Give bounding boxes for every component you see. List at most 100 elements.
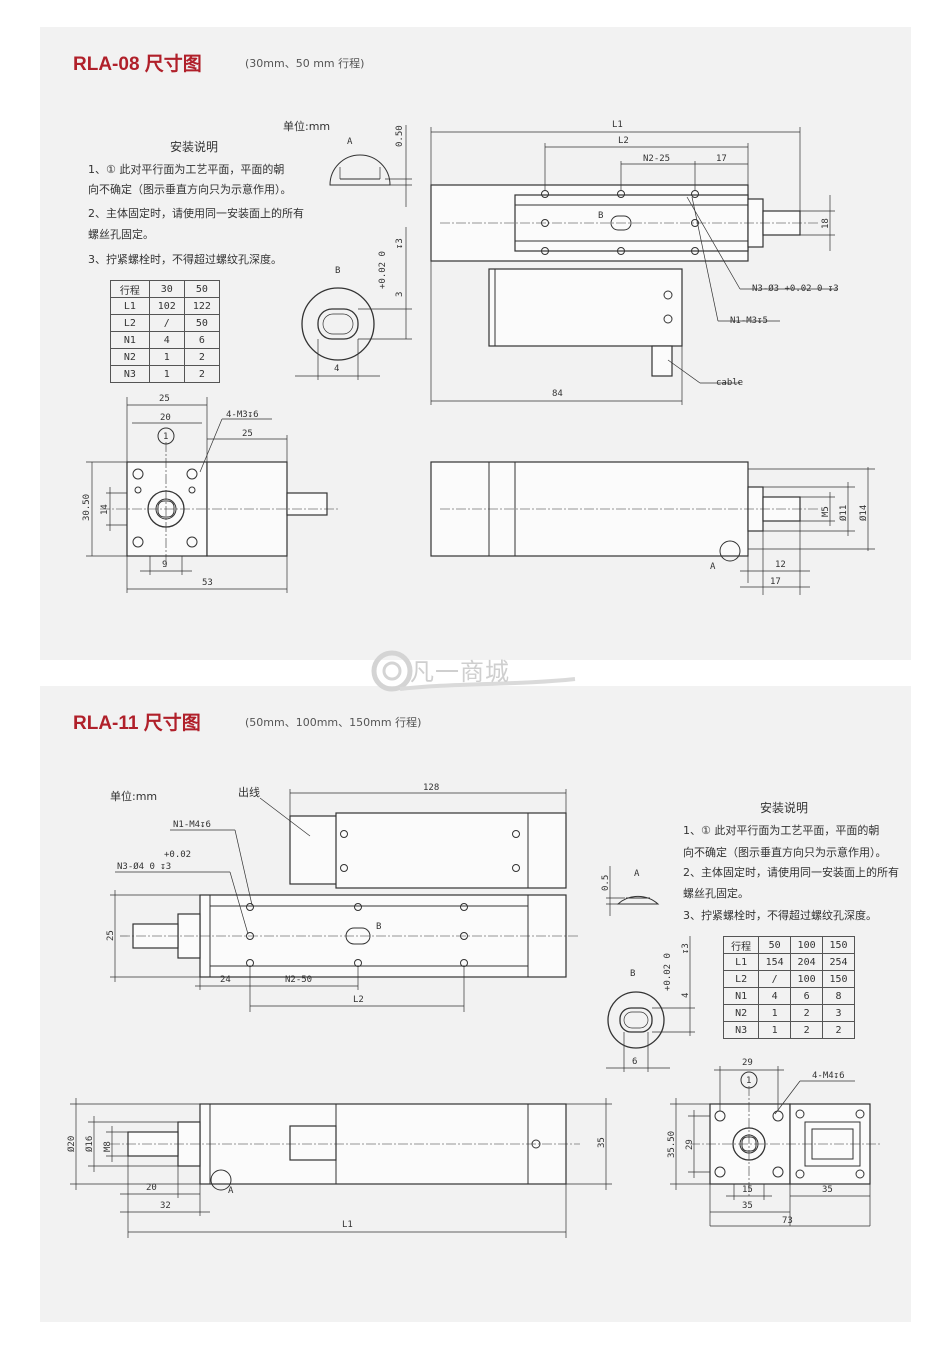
dim-35a: 35 <box>597 1137 607 1148</box>
view-b-detail: B +0.02 0 ↧3 4 6 <box>606 936 695 1072</box>
note-line-2: 向不确定（图示垂直方向只为示意作用）。 <box>88 182 292 196</box>
dim-35c: 35 <box>822 1185 833 1195</box>
table-cell: 100 <box>790 936 824 954</box>
note-line-4: 螺丝孔固定。 <box>88 227 154 241</box>
note-line-5: 3、拧紧螺栓时，不得超过螺纹孔深度。 <box>683 908 877 922</box>
dim-n2-25: N2-25 <box>643 154 670 164</box>
table-cell: L1 <box>722 953 760 971</box>
watermark-text: 凡一商城 <box>410 658 510 686</box>
dim-m8: M8 <box>103 1141 113 1152</box>
table-row: N1 4 6 <box>110 331 221 349</box>
table-cell: L1 <box>110 297 150 315</box>
table-cell: 154 <box>758 953 792 971</box>
dim-25a: 25 <box>159 394 170 404</box>
rla08-drawing: 单位:mm 安装说明 1、① 此对平行面为工艺平面，平面的朝 向不确定（图示垂直… <box>82 119 875 595</box>
circled-one: 1 <box>163 432 168 442</box>
notes-title: 安装说明 <box>760 800 808 815</box>
dim-29b: 29 <box>685 1139 695 1150</box>
panel-title: RLA-08 尺寸图 <box>73 54 202 75</box>
end-view: 1 25 20 25 4-M3↧6 30.50 14 <box>82 394 340 593</box>
view-a-detail: A 0.50 <box>329 125 412 207</box>
watermark-logo-icon <box>371 650 576 692</box>
note-line-5: 3、拧紧螺栓时，不得超过螺纹孔深度。 <box>88 252 282 266</box>
unit-label: 单位:mm <box>283 119 330 133</box>
dim-84: 84 <box>552 389 563 399</box>
table-cell: N3 <box>722 1021 760 1039</box>
label-b: B <box>630 969 635 979</box>
rla11-drawing: 单位:mm 安装说明 1、① 此对平行面为工艺平面，平面的朝 向不确定（图示垂直… <box>66 783 899 1238</box>
table-cell: 30 <box>148 280 185 298</box>
dim-tol2: +0.02 0 <box>663 953 673 991</box>
table-cell: 122 <box>183 297 221 315</box>
table-cell: 2 <box>790 1004 824 1022</box>
dim-phi16: Ø16 <box>84 1136 95 1152</box>
note-line-1: 1、① 此对平行面为工艺平面，平面的朝 <box>683 823 879 837</box>
table-cell: 254 <box>822 953 855 971</box>
table-row: L2 / 50 <box>110 314 221 332</box>
table-cell: / <box>758 970 792 988</box>
table-cell: 150 <box>822 970 855 988</box>
table-cell: 2 <box>790 1021 824 1039</box>
table-cell: 150 <box>822 936 855 954</box>
dim-phi11: Ø11 <box>838 505 849 521</box>
dim-m4: 4-M4↧6 <box>812 1071 845 1081</box>
dim-n3: N3-Ø4 0 ↧3 <box>117 861 171 872</box>
table-cell: 4 <box>758 987 792 1005</box>
table-cell: 行程 <box>110 280 150 298</box>
dim-17: 17 <box>716 154 727 164</box>
stroke-table: 行程 30 50 L1 102 122 L2 / 50 N1 4 6 N2 1 … <box>110 280 221 383</box>
table-cell: 100 <box>790 970 824 988</box>
dim-25: 25 <box>106 930 116 941</box>
dim-tol: +0.02 0 <box>378 251 388 289</box>
dim-l2: L2 <box>618 136 629 146</box>
table-cell: 1 <box>148 348 185 366</box>
table-cell: 2 <box>822 1021 855 1039</box>
dim-l2: L2 <box>353 995 364 1005</box>
label-a-side: A <box>228 1186 234 1196</box>
dim-phi14: Ø14 <box>858 505 869 521</box>
table-cell: 1 <box>148 365 185 383</box>
table-row: N3 1 2 <box>110 365 221 383</box>
table-row: L2 / 100 150 <box>722 970 855 988</box>
dim-24: 24 <box>220 975 231 985</box>
label-b-top: B <box>598 211 603 221</box>
dim-4: 4 <box>334 364 339 374</box>
drawing-panel-rla08: RLA-08 尺寸图 (30mm、50 mm 行程) 单位:mm 安装说明 1、… <box>40 27 911 660</box>
dim-n1: N1-M4↧6 <box>173 820 211 830</box>
table-cell: 1 <box>758 1004 792 1022</box>
table-cell: L2 <box>722 970 760 988</box>
table-cell: 50 <box>183 280 221 298</box>
drawing-panel-rla11: RLA-11 尺寸图 (50mm、100mm、150mm 行程) 单位:mm 安… <box>40 686 911 1322</box>
dim-6: 6 <box>632 1057 637 1067</box>
dim-9: 9 <box>162 560 167 570</box>
table-cell: 8 <box>822 987 855 1005</box>
dim-3-depth: ↧3 <box>681 943 691 954</box>
dim-73: 73 <box>782 1216 793 1226</box>
notes-title: 安装说明 <box>170 139 218 154</box>
dim-m5: M5 <box>821 506 831 517</box>
dim-128: 128 <box>423 783 439 793</box>
top-view: B 128 出线 N1-M4↧6 +0.02 N3-Ø4 0 ↧3 25 24 <box>106 783 580 1012</box>
dim-l1: L1 <box>612 120 623 130</box>
stroke-table: 行程 50 100 150 L1 154 204 254 L2 / 100 15… <box>722 936 855 1039</box>
dim-20: 20 <box>160 413 171 423</box>
dim-4: 4 <box>681 993 691 998</box>
label-cable: cable <box>716 378 743 388</box>
table-cell: 2 <box>183 348 221 366</box>
circled-one: 1 <box>746 1076 751 1086</box>
panel-subtitle: (50mm、100mm、150mm 行程) <box>245 716 422 729</box>
table-row: 行程 30 50 <box>110 280 221 298</box>
table-row: N2 1 2 3 <box>722 1004 855 1022</box>
dim-n1: N1-M3↧5 <box>730 316 768 326</box>
dim-14: 14 <box>100 504 110 515</box>
table-cell: 1 <box>758 1021 792 1039</box>
dim-tol: +0.02 <box>164 850 191 860</box>
dim-m3: 4-M3↧6 <box>226 410 259 420</box>
label-b-top: B <box>376 922 381 932</box>
label-a: A <box>347 137 353 147</box>
label-a-side: A <box>710 562 716 572</box>
dim-3050: 30.50 <box>82 494 92 521</box>
dim-29: 29 <box>742 1058 753 1068</box>
table-cell: 6 <box>183 331 221 349</box>
table-cell: 3 <box>822 1004 855 1022</box>
